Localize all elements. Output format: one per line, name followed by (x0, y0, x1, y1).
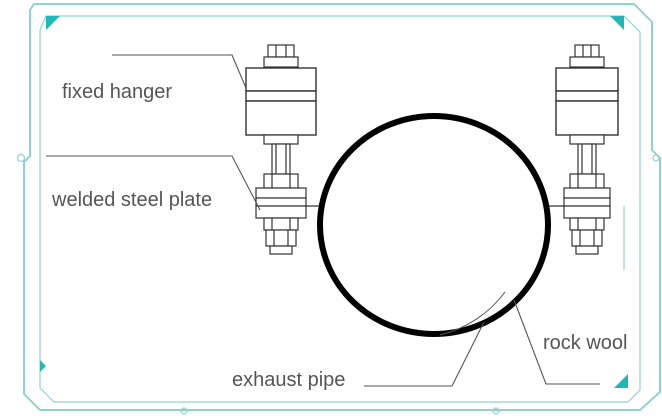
leader-rock-wool (513, 299, 600, 385)
right-hanger (555, 44, 619, 255)
frame-accent-bottom-left (40, 360, 46, 372)
rock-wool-layer (439, 291, 506, 336)
frame-dot-left (16, 153, 26, 163)
frame-dot-bottom-left (180, 407, 188, 415)
leader-fixed-hanger (112, 54, 247, 89)
frame-accent-top-left (46, 16, 60, 30)
frame-accent-bottom-right (614, 374, 628, 388)
label-fixed-hanger: fixed hanger (62, 81, 173, 103)
frame-outer (23, 3, 661, 411)
decorative-frame (16, 3, 661, 415)
leader-welded-steel-plate (46, 155, 261, 211)
label-exhaust-pipe: exhaust pipe (232, 369, 346, 391)
frame-accent-top-right (610, 16, 624, 30)
label-welded-steel-plate: welded steel plate (52, 189, 213, 211)
leader-exhaust-pipe (364, 321, 485, 387)
frame-dot-right (652, 154, 660, 162)
left-hanger (245, 44, 317, 255)
leader-lines (46, 54, 600, 387)
frame-inner (39, 15, 641, 403)
label-rock-wool: rock wool (543, 332, 628, 354)
exhaust-pipe (317, 113, 551, 337)
frame-dot-bottom-mid (492, 407, 500, 415)
